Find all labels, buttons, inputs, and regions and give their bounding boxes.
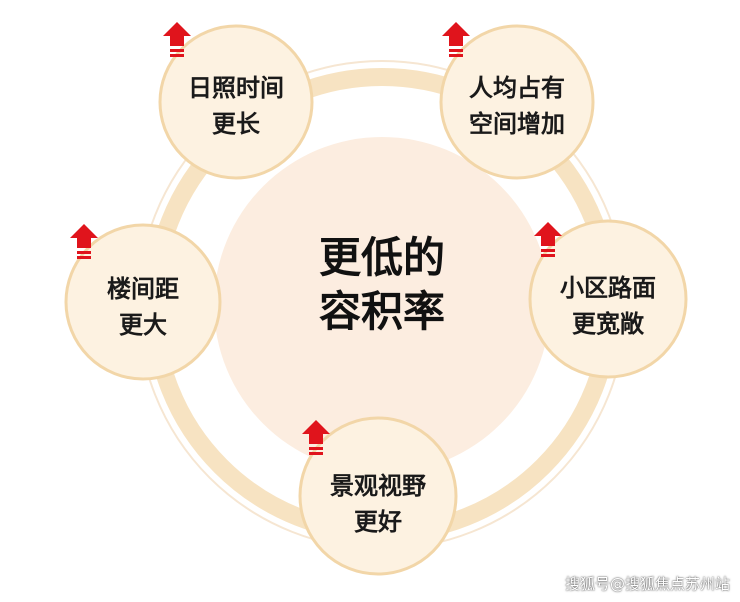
node-label-line1: 日照时间 — [188, 74, 284, 102]
up-arrow-icon — [442, 22, 470, 57]
up-arrow-icon — [302, 420, 330, 455]
node-space: 人均占有 空间增加 — [439, 22, 595, 180]
node-circle — [528, 219, 688, 379]
node-circle — [64, 223, 222, 381]
center-circle — [214, 137, 550, 473]
node-label-line2: 空间增加 — [469, 110, 565, 138]
up-arrow-icon — [70, 224, 98, 259]
up-arrow-icon — [534, 222, 562, 257]
watermark: 搜狐号@搜狐焦点苏州站 — [564, 575, 730, 593]
node-road: 小区路面 更宽敞 — [528, 219, 688, 379]
node-circle — [298, 416, 458, 576]
node-label-line1: 楼间距 — [107, 275, 179, 303]
node-circle — [439, 24, 595, 180]
node-label-line1: 人均占有 — [469, 74, 565, 102]
node-sunlight: 日照时间 更长 — [158, 22, 314, 180]
node-view: 景观视野 更好 — [298, 416, 458, 576]
node-circle — [158, 24, 314, 180]
node-label-line1: 景观视野 — [330, 472, 426, 500]
up-arrow-icon — [163, 22, 191, 57]
node-label-line2: 更大 — [119, 311, 167, 339]
node-label-line1: 小区路面 — [560, 274, 656, 302]
center-title-line1: 更低的 — [319, 233, 445, 282]
node-label-line2: 更长 — [212, 110, 261, 138]
node-distance: 楼间距 更大 — [64, 223, 222, 381]
center-title-line2: 容积率 — [319, 287, 445, 336]
node-label-line2: 更好 — [354, 508, 402, 536]
node-label-line2: 更宽敞 — [572, 310, 645, 338]
